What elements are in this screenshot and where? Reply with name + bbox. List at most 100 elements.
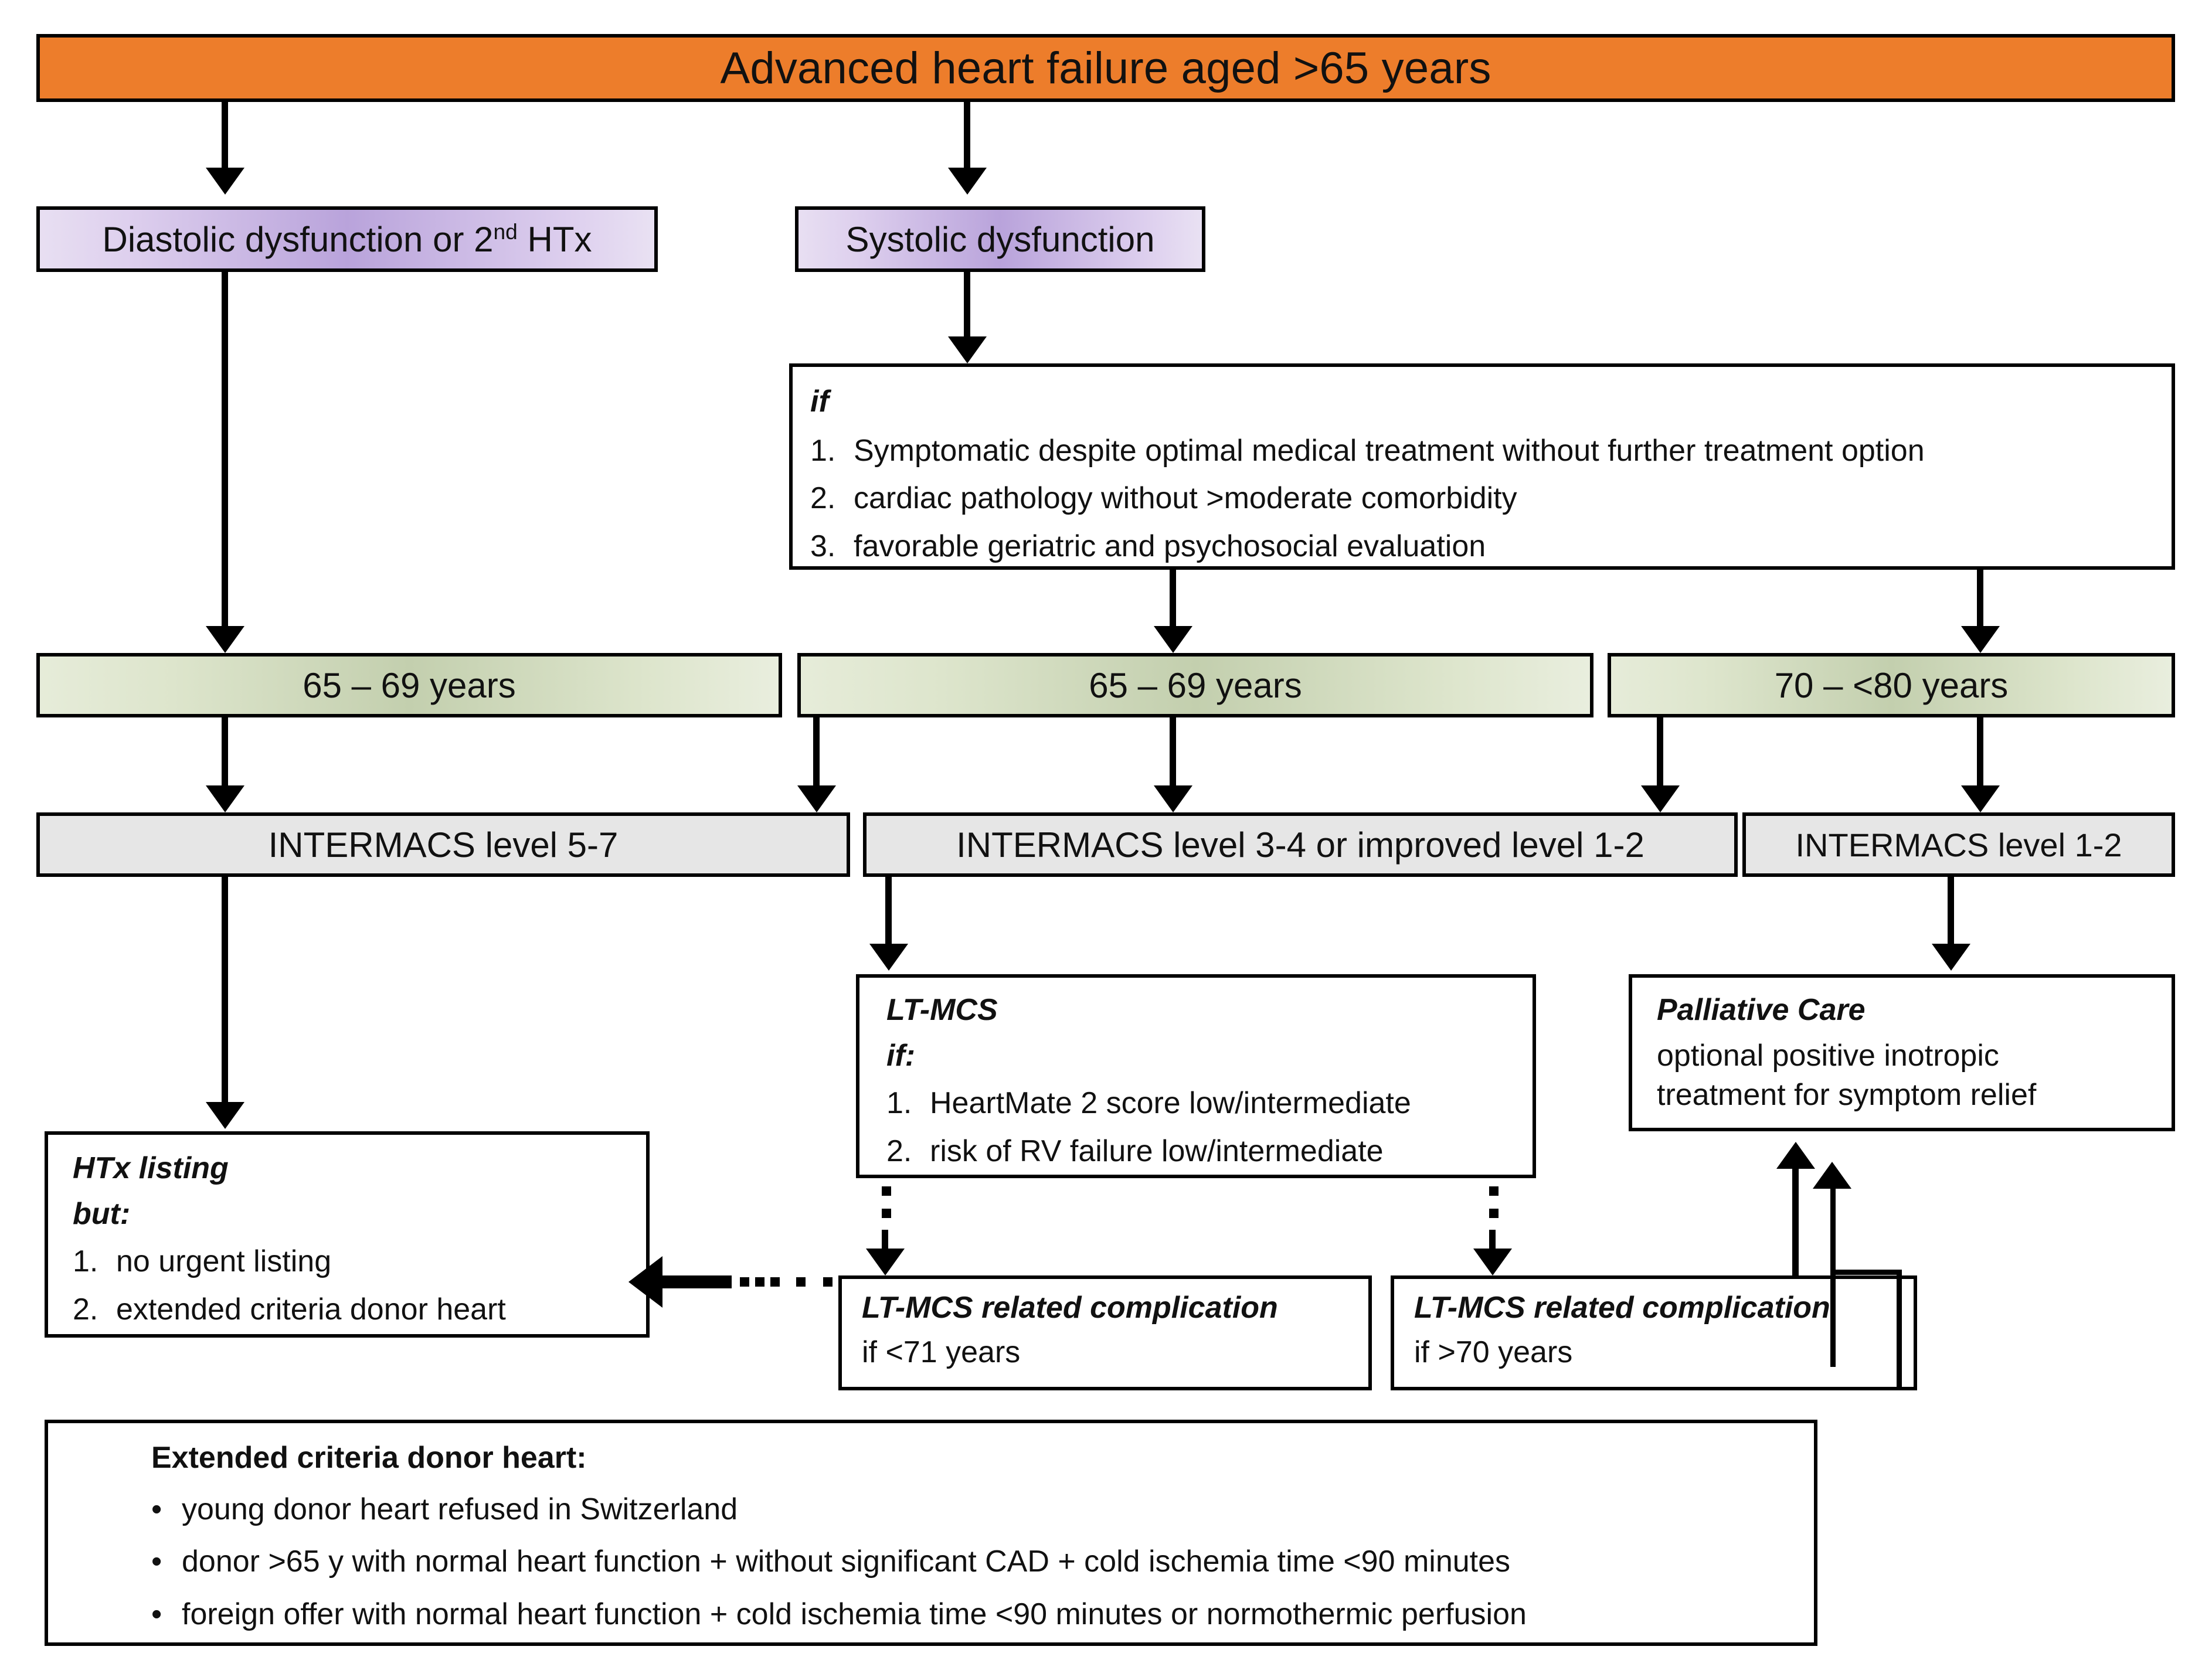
age-band-middle-box: 65 – 69 years: [797, 653, 1593, 717]
complication-right-box: LT-MCS related complication if >70 years: [1391, 1275, 1917, 1390]
age-band-right-box: 70 – <80 years: [1608, 653, 2175, 717]
dotted-segment: [823, 1277, 833, 1287]
if-criteria-box: if 1.Symptomatic despite optimal medical…: [789, 363, 2175, 570]
intermacs-middle-box: INTERMACS level 3-4 or improved level 1-…: [863, 812, 1738, 877]
arrowhead-down-htx: [206, 1102, 244, 1129]
systolic-dysfunction-box: Systolic dysfunction: [795, 206, 1205, 272]
complication-left-box: LT-MCS related complication if <71 years: [838, 1275, 1372, 1390]
list-item: •foreign offer with normal heart functio…: [151, 1597, 1527, 1631]
arrowhead-down-age-left: [206, 626, 244, 653]
htx-listing-box: HTx listing but: 1.no urgent listing 2.e…: [45, 1131, 650, 1338]
complication-right-title: LT-MCS related complication: [1414, 1291, 1830, 1325]
connector-intermacs-middle-to-ltmcs: [885, 877, 892, 947]
connector-complication-right-to-palliative-b: [1830, 1185, 1836, 1367]
intermacs-middle-label: INTERMACS level 3-4 or improved level 1-…: [956, 825, 1644, 865]
diastolic-dysfunction-label: Diastolic dysfunction or 2nd HTx: [102, 219, 592, 259]
dotted-segment: [770, 1277, 780, 1287]
connector-ltmcs-to-complication-right: [1489, 1230, 1496, 1254]
arrowhead-down-intermacs-left-b: [797, 785, 836, 812]
palliative-care-title: Palliative Care: [1657, 993, 1866, 1027]
complication-right-condition: if >70 years: [1414, 1335, 1573, 1369]
list-item: •donor >65 y with normal heart function …: [151, 1545, 1511, 1579]
connector-age-right-to-intermacs-right: [1977, 717, 1983, 789]
palliative-care-box: Palliative Care optional positive inotro…: [1629, 974, 2175, 1131]
header-box: Advanced heart failure aged >65 years: [36, 34, 2175, 102]
age-band-left-label: 65 – 69 years: [303, 665, 516, 705]
list-item: •young donor heart refused in Switzerlan…: [151, 1492, 738, 1526]
dotted-segment: [740, 1277, 749, 1287]
list-item: 3.favorable geriatric and psychosocial e…: [810, 529, 1486, 563]
if-keyword: if: [810, 385, 829, 419]
legend-list: •young donor heart refused in Switzerlan…: [151, 1490, 1917, 1648]
arrowhead-down-intermacs-middle-b: [1641, 785, 1680, 812]
connector-header-to-systolic: [964, 102, 970, 172]
dotted-segment: [1489, 1186, 1499, 1196]
connector-diastolic-to-age-left: [222, 272, 228, 630]
header-label: Advanced heart failure aged >65 years: [720, 43, 1491, 93]
htx-listing-list: 1.no urgent listing 2.extended criteria …: [73, 1242, 671, 1338]
lt-mcs-keyword: if:: [886, 1038, 916, 1073]
intermacs-right-label: INTERMACS level 1-2: [1795, 826, 2122, 863]
dotted-segment: [882, 1209, 891, 1218]
if-criteria-list: 1.Symptomatic despite optimal medical tr…: [810, 431, 2189, 575]
legend-title: Extended criteria donor heart:: [151, 1441, 587, 1475]
arrowhead-down-complication-left: [866, 1249, 905, 1275]
dotted-segment: [796, 1277, 806, 1287]
arrowhead-down-age-middle: [1154, 626, 1192, 653]
list-item: 1.Symptomatic despite optimal medical tr…: [810, 433, 1925, 468]
connector-age-left-to-intermacs-left: [222, 717, 228, 789]
arrowhead-up-palliative-b: [1813, 1162, 1851, 1189]
arrowhead-down-palliative: [1932, 944, 1970, 971]
connector-age-left-to-intermacs-left-b: [813, 717, 820, 789]
connector-systolic-to-if: [964, 272, 970, 340]
systolic-dysfunction-label: Systolic dysfunction: [845, 219, 1155, 259]
lt-mcs-criteria-list: 1.HeartMate 2 score low/intermediate 2.r…: [886, 1084, 1559, 1179]
list-item: 2.cardiac pathology without >moderate co…: [810, 481, 1517, 516]
list-item: 2.extended criteria donor heart: [73, 1292, 506, 1326]
dotted-segment: [1489, 1209, 1499, 1218]
age-band-middle-label: 65 – 69 years: [1089, 665, 1302, 705]
lt-mcs-box: LT-MCS if: 1.HeartMate 2 score low/inter…: [856, 974, 1536, 1178]
lt-mcs-title: LT-MCS: [886, 993, 998, 1027]
arrowhead-down-age-right: [1961, 626, 2000, 653]
connector-intermacs-left-to-htx: [222, 877, 228, 1105]
htx-listing-title: HTx listing: [73, 1151, 229, 1185]
age-band-left-box: 65 – 69 years: [36, 653, 782, 717]
intermacs-left-label: INTERMACS level 5-7: [268, 825, 619, 865]
arrowhead-down-systolic: [948, 168, 987, 195]
arrowhead-down-complication-right: [1473, 1249, 1512, 1275]
dotted-segment: [755, 1277, 764, 1287]
complication-left-condition: if <71 years: [862, 1335, 1021, 1369]
arrowhead-down-ltmcs: [869, 944, 908, 971]
diastolic-dysfunction-box: Diastolic dysfunction or 2nd HTx: [36, 206, 658, 272]
connector-intermacs-right-to-palliative: [1948, 877, 1954, 947]
htx-listing-keyword: but:: [73, 1196, 131, 1231]
intermacs-left-box: INTERMACS level 5-7: [36, 812, 850, 877]
connector-age-right-to-intermacs-middle: [1657, 717, 1663, 789]
list-item: 1.HeartMate 2 score low/intermediate: [886, 1086, 1411, 1121]
connector-complication-right-horizontal: [1830, 1270, 1902, 1275]
dotted-segment: [882, 1186, 891, 1196]
connector-complication-right-to-palliative-a: [1792, 1166, 1799, 1275]
legend-box: Extended criteria donor heart: •young do…: [45, 1420, 1817, 1646]
intermacs-right-box: INTERMACS level 1-2: [1742, 812, 2175, 877]
arrowhead-down-diastolic: [206, 168, 244, 195]
palliative-care-line2: treatment for symptom relief: [1657, 1078, 2037, 1113]
arrowhead-up-palliative-a: [1776, 1142, 1815, 1169]
palliative-care-line1: optional positive inotropic: [1657, 1038, 1999, 1073]
connector-header-to-diastolic: [222, 102, 228, 172]
connector-if-to-age-right: [1977, 570, 1983, 631]
arrowhead-left-htx: [628, 1256, 662, 1308]
connector-if-to-age-middle: [1170, 570, 1176, 631]
connector-complication-right-vertical: [1897, 1270, 1902, 1390]
arrowhead-down-intermacs-middle: [1154, 785, 1192, 812]
list-item: 1.no urgent listing: [73, 1244, 332, 1279]
connector-age-middle-to-intermacs-middle: [1170, 717, 1176, 789]
list-item: 2.risk of RV failure low/intermediate: [886, 1134, 1384, 1168]
age-band-right-label: 70 – <80 years: [1774, 665, 2009, 705]
arrowhead-down-if: [948, 336, 987, 363]
connector-ltmcs-to-complication-left: [882, 1230, 888, 1254]
arrowhead-down-intermacs-left: [206, 785, 244, 812]
arrowhead-down-intermacs-right: [1961, 785, 2000, 812]
